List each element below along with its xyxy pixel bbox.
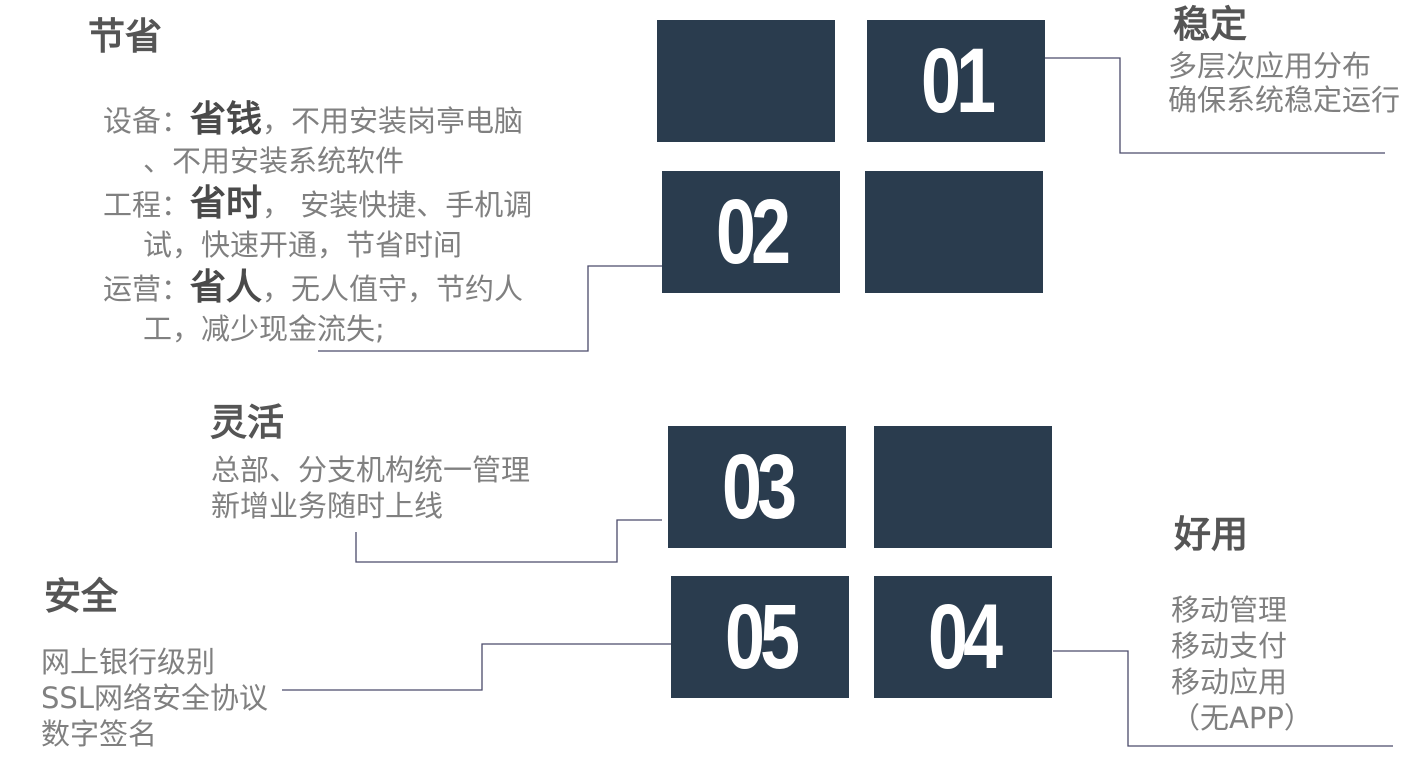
tile-05-number: 05 <box>724 586 800 688</box>
connector-02 <box>318 265 662 352</box>
save-money-emphasis: 省钱 <box>190 99 263 140</box>
save-line-1-cont: 、不用安装系统软件 <box>143 144 405 178</box>
tile-02-number: 02 <box>715 181 791 283</box>
save-line-1: 设备：省钱，不用安装岗亭电脑 <box>103 99 524 140</box>
useful-line-2: 移动支付 <box>1171 629 1288 663</box>
tile-04-number: 04 <box>927 586 1003 688</box>
tile-02: 02 <box>662 171 840 293</box>
stable-line-2: 确保系统稳定运行 <box>1168 83 1401 117</box>
tile-03-number: 03 <box>721 436 797 538</box>
save-line-2-cont: 试，快速开通，节省时间 <box>143 228 463 262</box>
save-people-emphasis: 省人 <box>190 267 263 308</box>
useful-line-3: 移动应用 <box>1171 665 1288 699</box>
connector-03 <box>355 519 662 563</box>
stable-heading: 稳定 <box>1173 3 1247 46</box>
secure-line-1: 网上银行级别 <box>41 645 216 679</box>
save-line-2: 工程：省时， 安装快捷、手机调 <box>103 183 533 224</box>
useful-line-1: 移动管理 <box>1171 593 1288 627</box>
tile-05: 05 <box>671 576 849 698</box>
tile-03: 03 <box>668 426 846 548</box>
tile-blank-third-right <box>874 426 1052 548</box>
tile-blank-second-right <box>865 171 1043 293</box>
flexible-heading: 灵活 <box>210 401 284 444</box>
tile-04: 04 <box>874 576 1052 698</box>
secure-line-2: SSL网络安全协议 <box>41 681 268 715</box>
connector-01 <box>1045 57 1385 154</box>
connector-04 <box>1053 650 1393 747</box>
save-time-emphasis: 省时 <box>190 183 263 224</box>
save-line-3: 运营：省人，无人值守，节约人 <box>103 267 524 308</box>
save-line-3-cont: 工，减少现金流失; <box>143 312 385 346</box>
secure-line-3: 数字签名 <box>41 717 158 751</box>
stable-line-1: 多层次应用分布 <box>1168 49 1372 83</box>
tile-blank-top-left <box>657 20 835 142</box>
connector-05 <box>282 643 684 691</box>
tile-01-number: 01 <box>920 30 996 132</box>
save-heading: 节省 <box>88 15 162 58</box>
flexible-line-2: 新增业务随时上线 <box>211 489 444 523</box>
tile-01: 01 <box>867 20 1045 142</box>
useful-heading: 好用 <box>1174 513 1248 556</box>
secure-heading: 安全 <box>44 575 118 618</box>
flexible-line-1: 总部、分支机构统一管理 <box>211 453 531 487</box>
useful-line-4: （无APP） <box>1171 701 1313 735</box>
